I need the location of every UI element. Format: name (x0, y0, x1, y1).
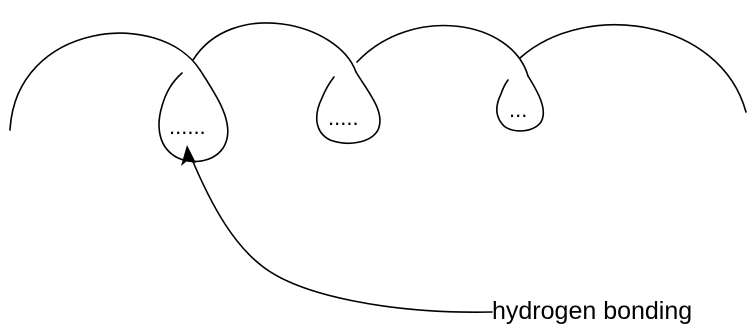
helix-loop-1 (158, 69, 229, 163)
helix-arc-1 (9, 32, 201, 131)
hbond-dots-3: ... (509, 97, 527, 122)
helix-loop-3 (496, 75, 545, 132)
helix-loop-2 (315, 71, 381, 144)
helix-arc-4 (519, 24, 747, 113)
annotation-label: hydrogen bonding (492, 297, 692, 325)
annotation-arrowhead (181, 145, 196, 166)
helix-arc-2 (192, 22, 357, 73)
helix-arc-3 (356, 24, 529, 77)
hbond-dots-2: ..... (328, 105, 359, 130)
hbond-dots-1: ...... (169, 114, 206, 139)
annotation-arrow-line (190, 156, 493, 313)
